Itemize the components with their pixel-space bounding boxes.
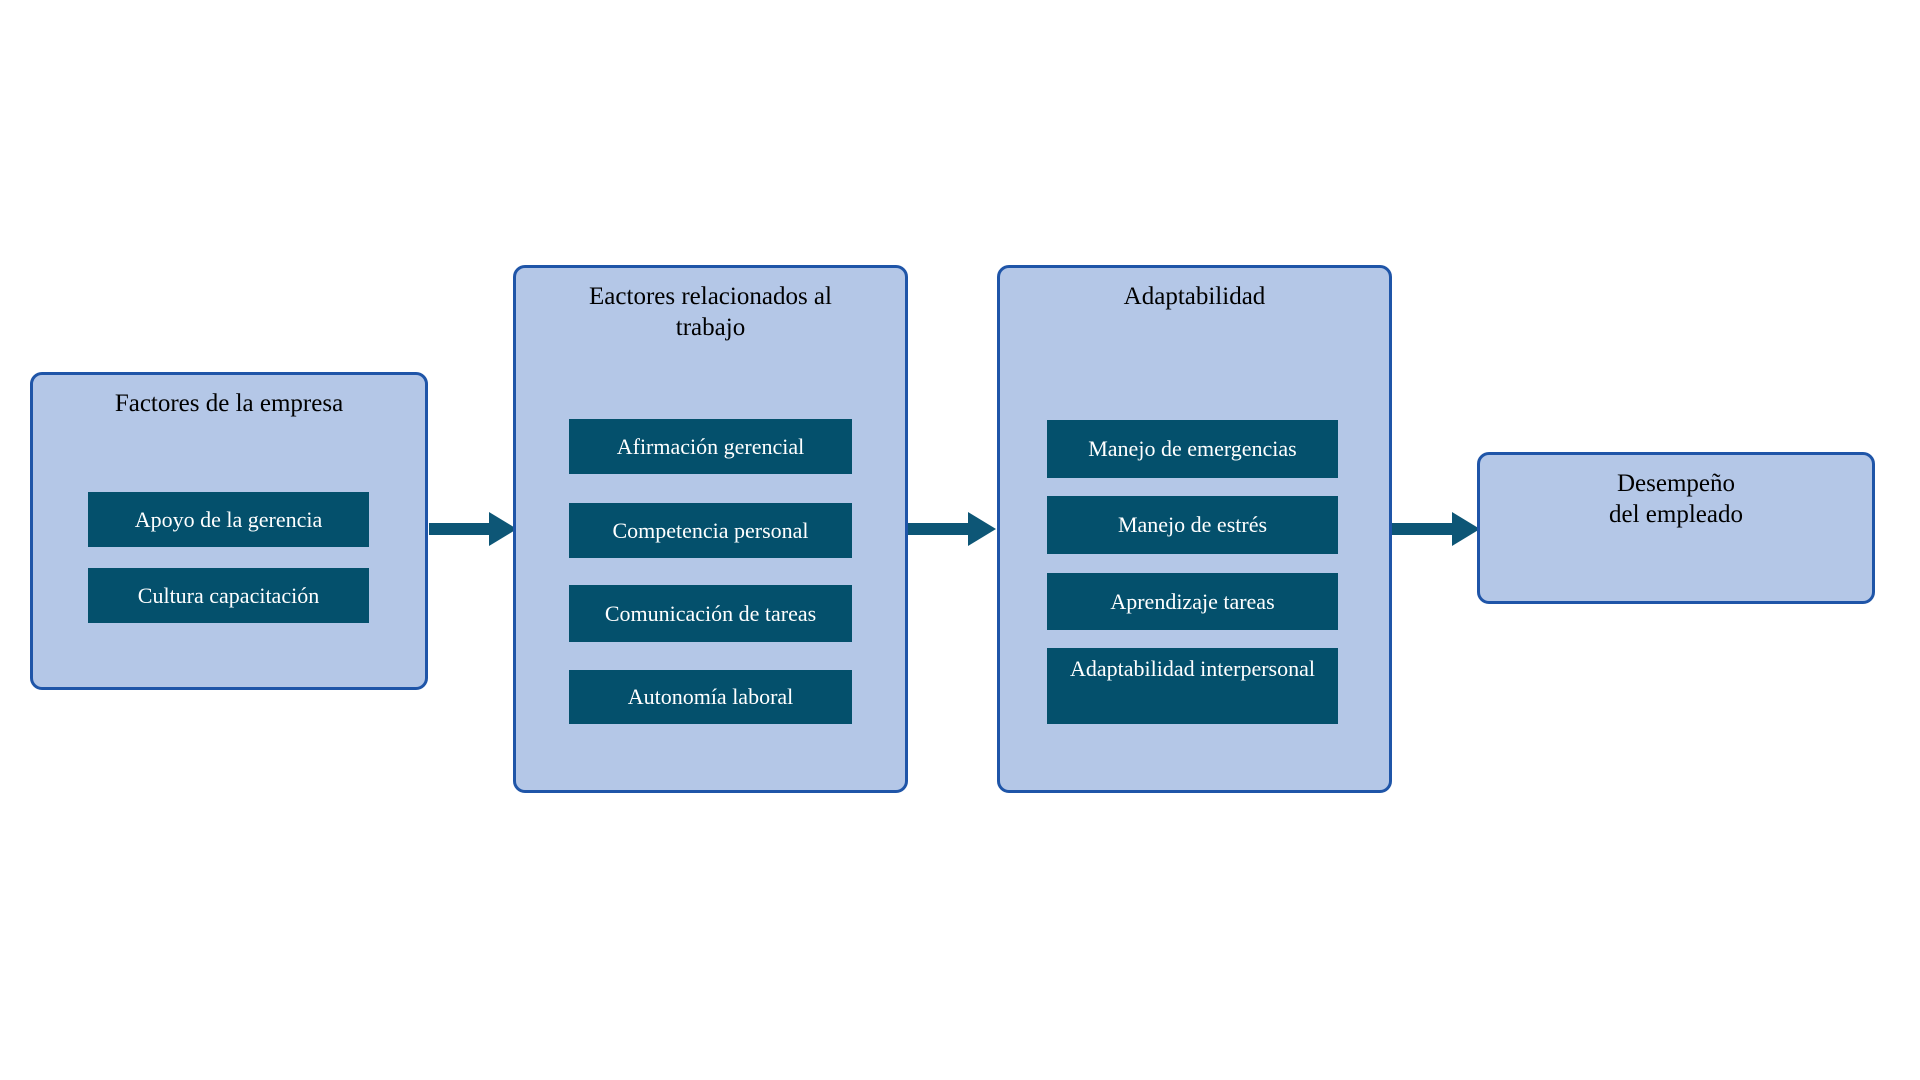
stage-box-adaptabilidad: Adaptabilidad Manejo de emergencias Mane… (997, 265, 1392, 793)
stage-title: Desempeño del empleado (1480, 468, 1872, 530)
stage-title-line: trabajo (675, 314, 746, 341)
factor-item: Aprendizaje tareas (1047, 573, 1338, 630)
stage-title-line: Eactores relacionados al (589, 283, 832, 310)
stage-title: Factores de la empresa (33, 388, 425, 419)
factor-item: Comunicación de tareas (569, 585, 852, 642)
stage-box-desempeno-empleado: Desempeño del empleado (1477, 452, 1875, 604)
factor-item: Manejo de estrés (1047, 496, 1338, 554)
flow-arrow-icon (908, 512, 996, 546)
factor-item: Apoyo de la gerencia (88, 492, 369, 547)
stage-title-line: Adaptabilidad (1123, 283, 1266, 310)
stage-title: Eactores relacionados al trabajo (516, 281, 905, 343)
factor-item: Cultura capacitación (88, 568, 369, 623)
stage-box-factores-trabajo: Eactores relacionados al trabajo Afirmac… (513, 265, 908, 793)
factor-item: Afirmación gerencial (569, 419, 852, 474)
stage-box-factores-empresa: Factores de la empresa Apoyo de la geren… (30, 372, 428, 690)
stage-title-line: Factores de la empresa (114, 390, 344, 417)
flow-arrow-icon (1392, 512, 1480, 546)
factor-item: Competencia personal (569, 503, 852, 558)
factor-item: Manejo de emergencias (1047, 420, 1338, 478)
stage-title-line: del empleado (1609, 501, 1743, 528)
stage-title: Adaptabilidad (1000, 281, 1389, 312)
flow-arrow-icon (429, 512, 517, 546)
stage-title-line: Desempeño (1616, 470, 1736, 497)
factor-item: Adaptabilidad interpersonal (1047, 648, 1338, 724)
factor-item: Autonomía laboral (569, 670, 852, 724)
